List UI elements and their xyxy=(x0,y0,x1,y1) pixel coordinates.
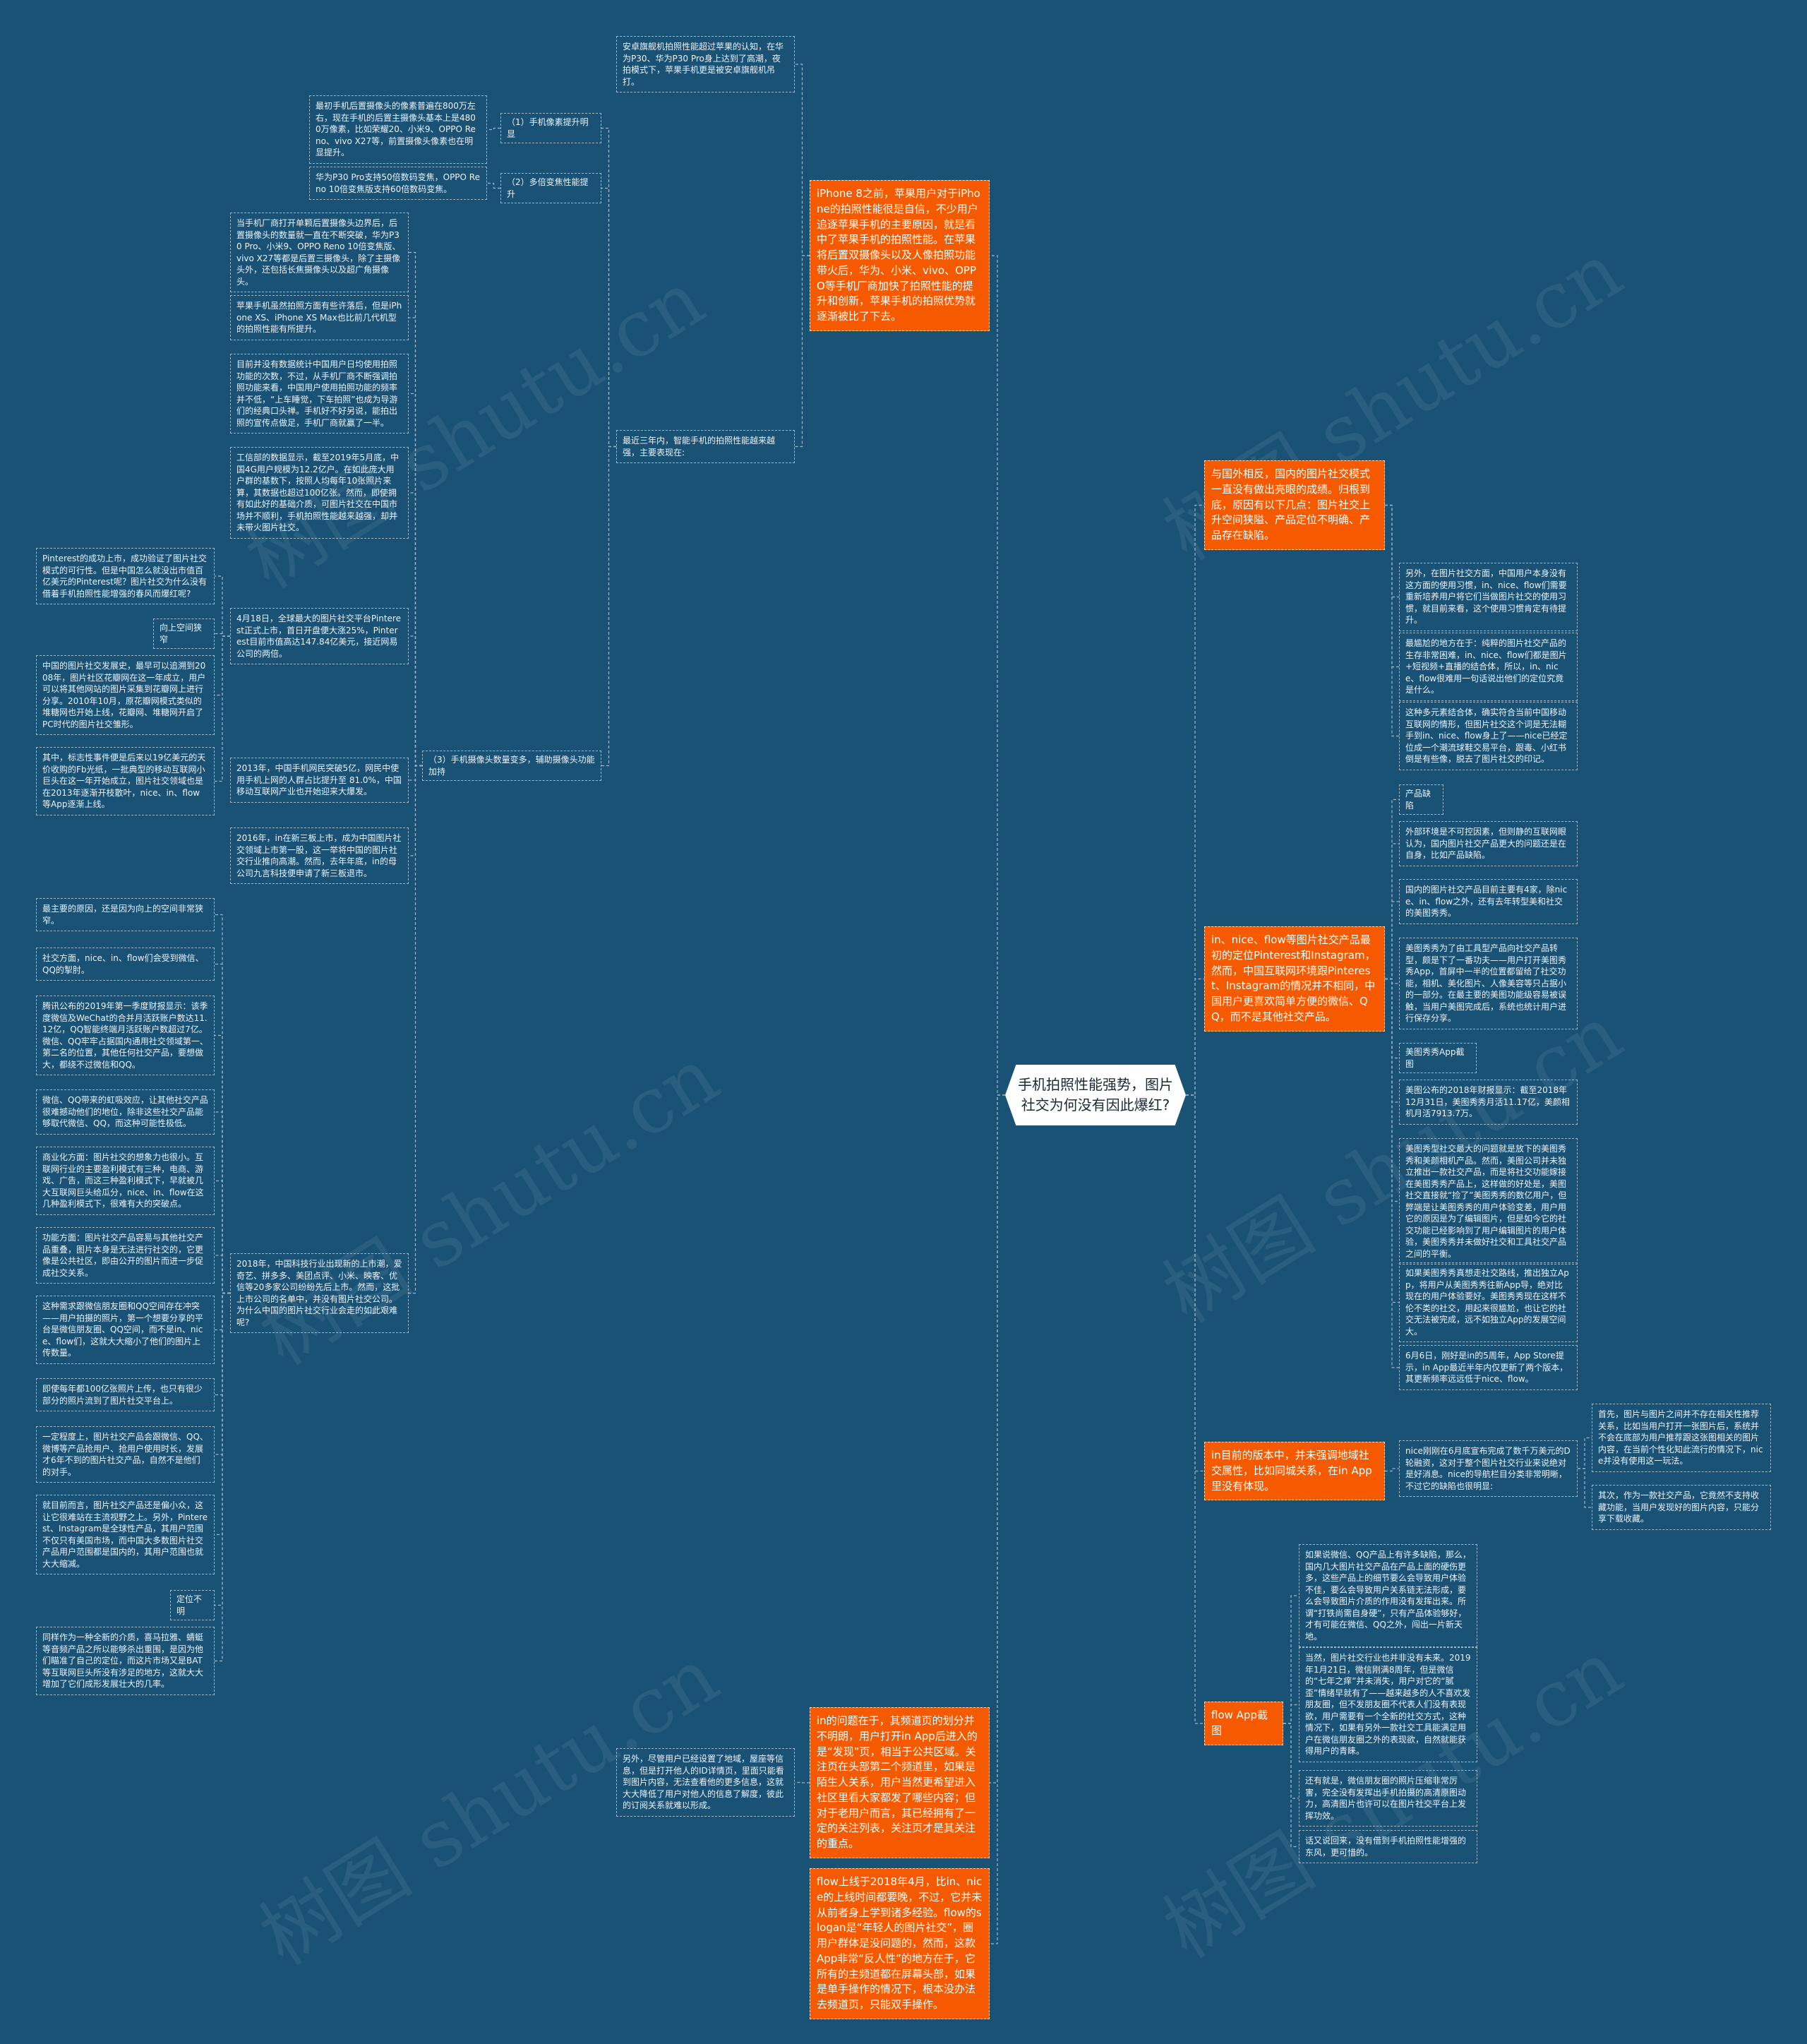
connector-o3-r6 xyxy=(1385,901,1399,980)
connector-l3-l3h xyxy=(409,765,422,1294)
note-nice-funding[interactable]: nice刚刚在6月底宣布完成了数千万美元的D轮融资，这对于整个图片社交行业来说绝… xyxy=(1399,1440,1578,1498)
connector-l3-l3b xyxy=(409,317,422,767)
connector-l3e-p1 xyxy=(215,575,230,637)
connector-o2-r3 xyxy=(1385,504,1399,737)
note-2013-mobile[interactable]: 2013年，中国手机网民突破5亿，网民中使用手机上网的人群占比提升至 81.0%… xyxy=(230,758,409,803)
connector-o1-o1b xyxy=(795,255,810,448)
label-narrow-space[interactable]: 向上空间狭窄 xyxy=(153,618,215,650)
note-pinterest-ipo[interactable]: 4月18日，全球最大的图片社交平台Pinterest正式上市，首日开盘便大涨25… xyxy=(230,608,409,665)
note-meitu-problem[interactable]: 美图秀型社交最大的问题就是放下的美图秀秀和美颜相机产品。然而，美图公司并未独立推… xyxy=(1399,1138,1578,1265)
note-pinterest-question[interactable]: Pinterest的成功上市，成功验证了图片社交模式的可行性。但是中国怎么就没出… xyxy=(36,548,215,605)
connector-o1b-l3 xyxy=(601,446,616,767)
connector-o6-r13 xyxy=(1385,1468,1399,1472)
note-photo-frequency[interactable]: 目前并没有数据统计中国用户日均使用拍照功能的次数，不过，从手机厂商不断强调拍照功… xyxy=(230,354,409,434)
topic-flow-screenshot[interactable]: flow App截图 xyxy=(1204,1702,1283,1745)
connector-o7-r19 xyxy=(1283,1723,1299,1848)
note-conclusion[interactable]: 话又说回来，没有借到手机拍照性能增强的东风，更可惜的。 xyxy=(1299,1830,1477,1864)
note-competition[interactable]: 一定程度上，图片社交产品会跟微信、QQ、微博等产品抢用户、抢用户使用时长，发展才… xyxy=(36,1426,215,1483)
note-nice-shoes[interactable]: 这种多元素结合体，确实符合当前中国移动互联网的情形，但图片社交这个词是无法糊手到… xyxy=(1399,702,1578,770)
connector-root-o5 xyxy=(990,1094,1005,1944)
label-multi-camera[interactable]: （3）手机摄像头数量变多，辅助摄像头功能加持 xyxy=(422,751,601,782)
connector-l3h-p13 xyxy=(215,1292,230,1455)
note-hybrid[interactable]: 最尴尬的地方在于：纯粹的图片社交产品的生存非常困难，in、nice、flow们都… xyxy=(1399,633,1578,701)
note-audio-products[interactable]: 同样作为一种全新的介质，喜马拉雅、蜻蜓等音频产品之所以能够杀出重围，是因为他们瞄… xyxy=(36,1627,215,1695)
note-social[interactable]: 社交方面，nice、in、flow们会受到微信、QQ的掣肘。 xyxy=(36,948,215,981)
connector-l3h-p16 xyxy=(215,1292,230,1662)
label-meitu-screenshot[interactable]: 美图秀秀App截图 xyxy=(1399,1043,1477,1074)
note-meitu-transform[interactable]: 美图秀秀为了由工具型产品向社交产品转型，颇是下了一番功夫——用户打开美图秀秀Ap… xyxy=(1399,938,1578,1029)
note-meitu-independent[interactable]: 如果美图秀秀真想走社交路线，推出独立App，将用户从美图秀秀往新App导，绝对比… xyxy=(1399,1262,1578,1343)
connector-l3h-p8 xyxy=(215,1111,230,1294)
connector-l3h-p7 xyxy=(215,1034,230,1294)
note-upload-volume[interactable]: 即使每年都100亿张照片上传，也只有很少部分的照片流到了图片社交平台上。 xyxy=(36,1378,215,1412)
connector-l3-l3f xyxy=(409,765,422,781)
note-hard-bone[interactable]: 如果说微信、QQ产品上有许多缺陷，那么，国内几大图片社交产品在产品上面的硬伤更多… xyxy=(1299,1544,1477,1648)
note-nice-collect[interactable]: 其次，作为一款社交产品，它竟然不支持收藏功能，当用户发现好的图片内容，只能分享下… xyxy=(1592,1485,1771,1530)
note-siphon-effect[interactable]: 微信、QQ带来的虹吸效应，让其他社交产品很难撼动他们的地位，除非这些社交产品能够… xyxy=(36,1089,215,1135)
note-iphone-xs[interactable]: 苹果手机虽然拍照方面有些许落后，但是iPhone XS、iPhone XS Ma… xyxy=(230,295,409,340)
connector-l3h-p9 xyxy=(215,1180,230,1294)
connector-o7-r17 xyxy=(1283,1704,1299,1724)
note-compression[interactable]: 还有就是，微信朋友圈的照片压缩非常厉害，完全没有发挥出手机拍摄的高清原图动力，高… xyxy=(1299,1770,1477,1827)
connector-o3-r10 xyxy=(1385,978,1399,1202)
note-moments-conflict[interactable]: 这种需求跟微信朋友圈和QQ空间存在冲突——用户拍摄的照片，第一个想要分享的平台是… xyxy=(36,1296,215,1364)
note-three-years[interactable]: 最近三年内，智能手机的拍照性能越来越强，主要表现在: xyxy=(616,430,795,464)
note-camera-count[interactable]: 当手机厂商打开单颗后置摄像头边界后，后置摄像头的数量就一直在不断突破，华为P30… xyxy=(230,213,409,293)
topic-in-channel[interactable]: in的问题在于，其频道页的划分并不明朗，用户打开in App后进入的是“发现”页… xyxy=(810,1707,990,1858)
label-product-defect[interactable]: 产品缺陷 xyxy=(1399,784,1443,815)
connector-o3-r9 xyxy=(1385,978,1399,1103)
note-zoom-detail[interactable]: 华为P30 Pro支持50倍数码变焦，OPPO Reno 10倍变焦版支持60倍… xyxy=(309,167,487,201)
connector-root-o3 xyxy=(1186,978,1204,1096)
label-zoom[interactable]: （2）多倍变焦性能提升 xyxy=(500,173,601,204)
connector-r13-r14 xyxy=(1578,1437,1592,1469)
topic-flow[interactable]: flow上线于2018年4月，比in、nice的上线时间都要晚，不过，它并未从前… xyxy=(810,1868,990,2019)
connector-root-o2 xyxy=(1186,504,1204,1096)
note-2018-ipo-wave[interactable]: 2018年，中国科技行业出现新的上市潮，爱奇艺、拼多多、美团点评、小米、映客、优… xyxy=(230,1253,409,1334)
connector-l3e-p4 xyxy=(215,635,230,782)
note-in-update[interactable]: 6月6日，刚好是in的5周年，App Store提示，in App最近半年内仅更… xyxy=(1399,1345,1578,1390)
connector-root-o7 xyxy=(1186,1094,1204,1724)
connector-root-o1 xyxy=(990,255,1005,1096)
note-tencent-report[interactable]: 腾讯公布的2019年第一季度财报显示：该季度微信及WeChat的合并月活跃账户数… xyxy=(36,996,215,1076)
note-android-surpass[interactable]: 安卓旗舰机拍照性能超过苹果的认知，在华为P30、华为P30 Pro身上达到了高潮… xyxy=(616,36,795,93)
label-pixel-increase[interactable]: （1）手机像素提升明显 xyxy=(500,113,601,144)
connector-l3-l3e xyxy=(409,635,422,767)
connector-o3-r12 xyxy=(1385,978,1399,1368)
note-2013-apps[interactable]: 其中，标志性事件便是后来以19亿美元的天价收购的Fb光纸，一批典型的移动互联网小… xyxy=(36,747,215,815)
connector-o3-r7 xyxy=(1385,978,1399,984)
connector-o1b-l2 xyxy=(601,187,616,448)
note-internal-issue[interactable]: 外部环境是不可控因素，但则静的互联网眼认为，国内图片社交产品更大的问题还是在自身… xyxy=(1399,821,1578,866)
topic-iphone-camera[interactable]: iPhone 8之前，苹果用户对于iPhone的拍照性能很是自信，不少用户追逐苹… xyxy=(810,180,990,331)
note-habit[interactable]: 另外，在图片社交方面，中国用户本身没有这方面的使用习惯，in、nice、flow… xyxy=(1399,563,1578,631)
note-in-profile[interactable]: 另外，尽管用户已经设置了地域，屋座等信息，但是打开他人的ID详情页，里面只能看到… xyxy=(616,1748,795,1817)
label-unclear-position[interactable]: 定位不明 xyxy=(170,1590,215,1621)
topic-in-location[interactable]: in目前的版本中，并未强调地域社交属性，比如同城关系，在in App里没有体现。 xyxy=(1204,1442,1385,1501)
note-meitu-report[interactable]: 美图公布的2018年财报显示：截至2018年12月31日，美图秀秀月活11.17… xyxy=(1399,1080,1578,1125)
topic-positioning[interactable]: in、nice、flow等图片社交产品最初的定位Pinterest和Instag… xyxy=(1204,926,1385,1032)
note-niche[interactable]: 就目前而言，图片社交产品还是偏小众，这让它很难站在主流视野之上。另外，Pinte… xyxy=(36,1495,215,1575)
note-future[interactable]: 当然，图片社交行业也并非没有未来。2019年1月21日，微信刚满8周年，但是微信… xyxy=(1299,1647,1477,1762)
note-function[interactable]: 功能方面：图片社交产品容易与其他社交产品重叠，图片本身是无法进行社交的，它更像是… xyxy=(36,1227,215,1284)
connector-l3-l3d xyxy=(409,492,422,767)
note-history[interactable]: 中国的图片社交发展史，最早可以追溯到2008年，图片社区花瓣网在这一年成立，用户… xyxy=(36,655,215,736)
note-four-products[interactable]: 国内的图片社交产品目前主要有4家，除nice、in、flow之外，还有去年转型美… xyxy=(1399,879,1578,924)
topic-domestic[interactable]: 与国外相反，国内的图片社交模式一直没有做出亮眼的成绩。归根到底，原因有以下几点：… xyxy=(1204,460,1385,550)
note-nice-recommend[interactable]: 首先，图片与图片之间并不存在相关性推荐关系，比如当用户打开一张图片后，系统并不会… xyxy=(1592,1404,1771,1472)
root-topic[interactable]: 手机拍照性能强势，图片社交为何没有因此爆红? xyxy=(1005,1065,1186,1125)
connector-o1-o1a xyxy=(795,64,810,256)
connector-r13-r15 xyxy=(1578,1468,1592,1508)
connector-l1-l1a xyxy=(487,127,500,131)
note-2016-in-listing[interactable]: 2016年，in在新三板上市，成为中国图片社交领域上市第一股，这一举将中国的图片… xyxy=(230,827,409,885)
note-main-reason[interactable]: 最主要的原因，还是因为向上的空间非常狭窄。 xyxy=(36,898,215,932)
note-4g-users[interactable]: 工信部的数据显示，截至2019年5月底，中国4G用户规模为12.2亿户。在如此庞… xyxy=(230,447,409,539)
note-pixel-detail[interactable]: 最初手机后置摄像头的像素普遍在800万左右，现在手机的后置主摄像头基本上是480… xyxy=(309,95,487,164)
connector-o7-r16 xyxy=(1283,1595,1299,1724)
connector-l3h-p10 xyxy=(215,1255,230,1294)
connector-l2-l2a xyxy=(487,182,500,189)
note-commercial[interactable]: 商业化方面：图片社交的想象力也很小。互联网行业的主要盈利模式有三种，电商、游戏、… xyxy=(36,1147,215,1215)
